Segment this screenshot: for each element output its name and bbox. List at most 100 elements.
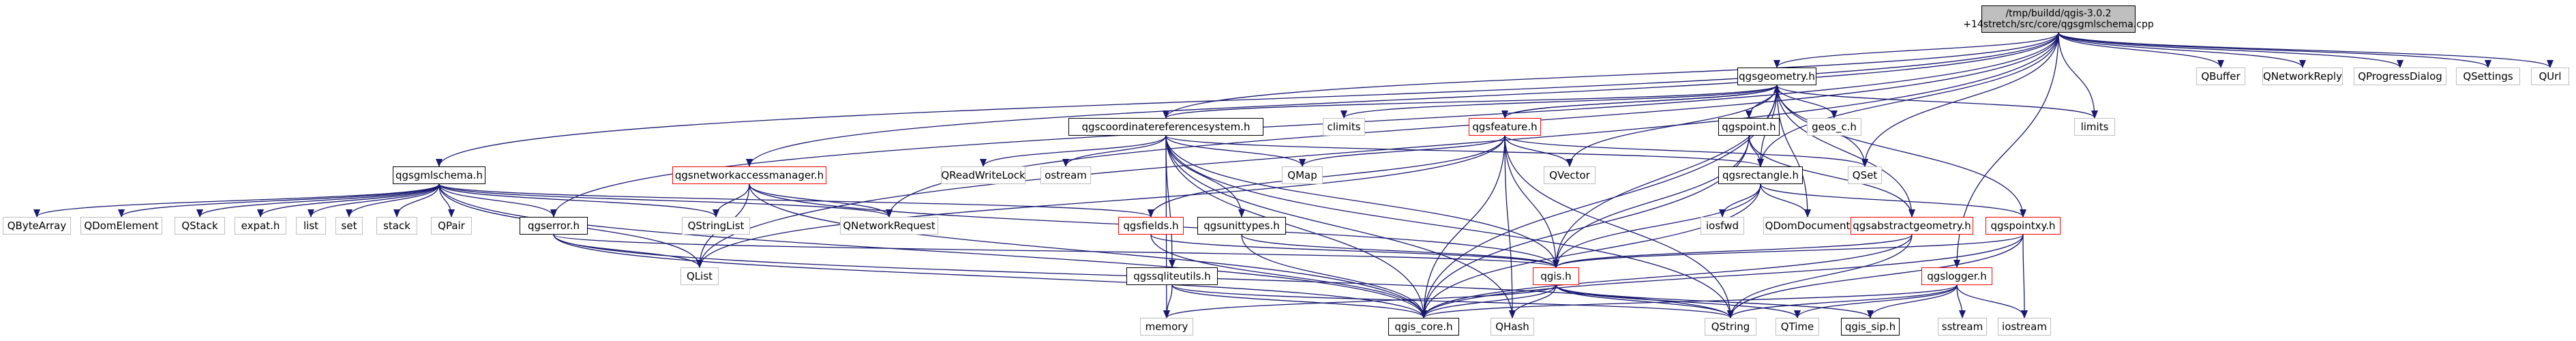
edge-root-to-qset — [1861, 32, 2059, 167]
root-file-path-line2: +14stretch/src/core/qgsgmlschema.cpp — [1963, 19, 2154, 30]
edge-qgsgmlschema_h-to-stack — [393, 183, 440, 218]
node-qgis-core-h[interactable]: qgis_core.h — [1388, 318, 1459, 336]
edge-qgspointxy_h-to-qgis_core_h — [1420, 234, 2024, 318]
node-climits: climits — [1323, 118, 1365, 136]
node-qgsgeometry-h[interactable]: qgsgeometry.h — [1737, 68, 1816, 85]
edge-root-to-qbuffer — [2058, 32, 2224, 68]
node-qbuffer: QBuffer — [2196, 68, 2245, 85]
node-qnetworkrequest: QNetworkRequest — [840, 217, 938, 235]
edge-qgscoordinatereferencesystem_h-to-qgis_core_h — [1165, 135, 1427, 318]
edge-qgslogger_h-to-qstring — [1727, 284, 1958, 318]
edge-qgsfeature_h-to-qgis_core_h — [1420, 135, 1506, 318]
node-qgssqliteutils-h[interactable]: qgssqliteutils.h — [1126, 267, 1218, 285]
node-qdomdocument: QDomDocument — [1763, 217, 1852, 235]
edge-qgscoordinatereferencesystem_h-to-qgsunittypes_h — [1165, 135, 1245, 218]
edge-qgsrectangle_h-to-qgis_h — [1553, 183, 1761, 268]
node-qbytearray: QByteArray — [3, 217, 71, 235]
edge-qgsabstractgeometry_h-to-qstring — [1727, 234, 1913, 318]
node-qlist: QList — [680, 267, 719, 285]
node-qgsunittypes-h[interactable]: qgsunittypes.h — [1197, 217, 1286, 235]
node-limits: limits — [2074, 118, 2115, 136]
node-qstring: QString — [1705, 318, 1756, 336]
edge-qgsgmlschema_h-to-qnetworkrequest — [438, 183, 893, 218]
node-qnetworkreply: QNetworkReply — [2262, 68, 2343, 85]
node-stack: stack — [376, 217, 417, 235]
node-qgsfeature-h[interactable]: qgsfeature.h — [1469, 118, 1541, 136]
edge-root-to-limits — [2058, 32, 2098, 119]
edge-qgspoint_h-to-qgis_h — [1553, 135, 1750, 268]
node-qgslogger-h[interactable]: qgslogger.h — [1921, 267, 1992, 285]
node-qvector: QVector — [1544, 166, 1596, 184]
node-iostream: iostream — [1998, 318, 2051, 336]
edge-qgsrectangle_h-to-qdomdocument — [1760, 183, 1811, 218]
node-qgsabstractgeometry-h[interactable]: qgsabstractgeometry.h — [1851, 217, 1973, 235]
node-ostream: ostream — [1040, 166, 1091, 184]
edge-qgsgmlschema_h-to-qstringlist — [438, 183, 719, 218]
edge-qgspointxy_h-to-iostream — [2020, 234, 2028, 318]
edge-qgscoordinatereferencesystem_h-to-qhash — [1165, 135, 1516, 318]
edge-qgsunittypes_h-to-qgis_h — [1241, 234, 1559, 268]
node-qgis-h[interactable]: qgis.h — [1533, 267, 1579, 285]
edge-qgsgmlschema_h-to-list — [308, 183, 440, 218]
node-set: set — [335, 217, 363, 235]
node-qsettings: QSettings — [2456, 68, 2520, 85]
edge-qgscoordinatereferencesystem_h-to-qgsrectangle_h — [1165, 135, 1764, 167]
edge-qgsgmlschema_h-to-qgis_core_h — [438, 183, 1427, 318]
edge-qgsfeature_h-to-qvector — [1504, 135, 1573, 167]
edge-qgsgmlschema_h-to-qbytearray — [33, 183, 440, 218]
node-qgsgmlschema-h[interactable]: qgsgmlschema.h — [393, 166, 485, 184]
edge-qgslogger_h-to-qtime — [1794, 284, 1958, 318]
node-qreadwritelock: QReadWriteLock — [941, 166, 1025, 184]
edge-root-to-qgscoordinatereferencesystem_h — [1163, 32, 2059, 119]
node-expat-h: expat.h — [235, 217, 286, 235]
node-qgsrectangle-h[interactable]: qgsrectangle.h — [1718, 166, 1803, 184]
edge-qgis_h-to-memory — [1163, 284, 1557, 318]
node-qset: QSet — [1848, 166, 1882, 184]
edge-qgsgmlschema_h-to-set — [346, 183, 440, 218]
node-qstringlist: QStringList — [682, 217, 750, 235]
edge-qgslogger_h-to-iostream — [1956, 284, 2028, 318]
edge-qgsgeometry_h-to-qgsabstractgeometry_h — [1776, 85, 1915, 218]
edge-qgis_h-to-qgis_core_h — [1420, 284, 1557, 318]
edge-qgis_h-to-qgis_sip_h — [1555, 284, 1874, 318]
edge-qgsunittypes_h-to-qgis_core_h — [1241, 234, 1427, 318]
edge-qgsgeometry_h-to-qvector — [1566, 85, 1778, 167]
edge-root-to-qprogressdialog — [2058, 32, 2403, 68]
edge-qgsfeature_h-to-qmap — [1299, 135, 1506, 167]
edge-qgslogger_h-to-qgis_sip_h — [1867, 284, 1958, 318]
edge-qgsgmlschema_h-to-expat_h — [257, 183, 440, 218]
edge-qgscoordinatereferencesystem_h-to-qreadwritelock — [980, 135, 1167, 167]
edge-qgscoordinatereferencesystem_h-to-qstring — [1165, 135, 1734, 318]
edge-qgsfeature_h-to-qgsgeometry_h — [1504, 85, 1780, 119]
edge-qgsgmlschema_h-to-qdomelement — [118, 183, 440, 218]
edge-qgsfields_h-to-qgis_h — [1150, 234, 1559, 268]
edge-qgsfeature_h-to-qhash — [1504, 135, 1516, 318]
node-qurl: QUrl — [2531, 68, 2569, 85]
node-qgsfields-h[interactable]: qgsfields.h — [1118, 217, 1184, 235]
node-qgsnetworkaccessmanager-h[interactable]: qgsnetworkaccessmanager.h — [672, 166, 826, 184]
node-memory: memory — [1140, 318, 1193, 336]
node-qgspoint-h[interactable]: qgspoint.h — [1718, 118, 1780, 136]
node-qgserror-h[interactable]: qgserror.h — [520, 217, 588, 235]
edge-qgsgmlschema_h-to-qpair — [438, 183, 455, 218]
node-qdomelement: QDomElement — [80, 217, 162, 235]
node-list: list — [296, 217, 326, 235]
edge-root-to-qgserror_h — [550, 32, 2059, 218]
edge-qgssqliteutils_h-to-qgis_core_h — [1171, 284, 1427, 318]
edge-qgsfeature_h-to-qset — [1504, 135, 1868, 167]
node-geos-c-h: geos_c.h — [1807, 118, 1861, 136]
edge-root-to-qgsnetworkaccessmanager_h — [746, 32, 2059, 167]
edge-qgsgeometry_h-to-qgscoordinatereferencesystem_h — [1163, 85, 1778, 119]
node-qgspointxy-h[interactable]: qgspointxy.h — [1986, 217, 2061, 235]
node-qgis-sip-h[interactable]: qgis_sip.h — [1841, 318, 1900, 336]
node-qtime: QTime — [1776, 318, 1819, 336]
node-qgscoordinatereferencesystem-h[interactable]: qgscoordinatereferencesystem.h — [1068, 118, 1263, 136]
edge-qgsrectangle_h-to-qgspointxy_h — [1760, 183, 2026, 218]
edge-root-to-qgsgmlschema_h — [436, 32, 2059, 167]
node-qpair: QPair — [431, 217, 472, 235]
edge-root-to-qgsrectangle_h — [1757, 32, 2059, 167]
edge-qgsgeometry_h-to-qdomdocument — [1776, 85, 1811, 218]
edge-qgsnetworkaccessmanager_h-to-qgis_core_h — [749, 183, 1427, 318]
edge-root-to-qsettings — [2058, 32, 2491, 68]
